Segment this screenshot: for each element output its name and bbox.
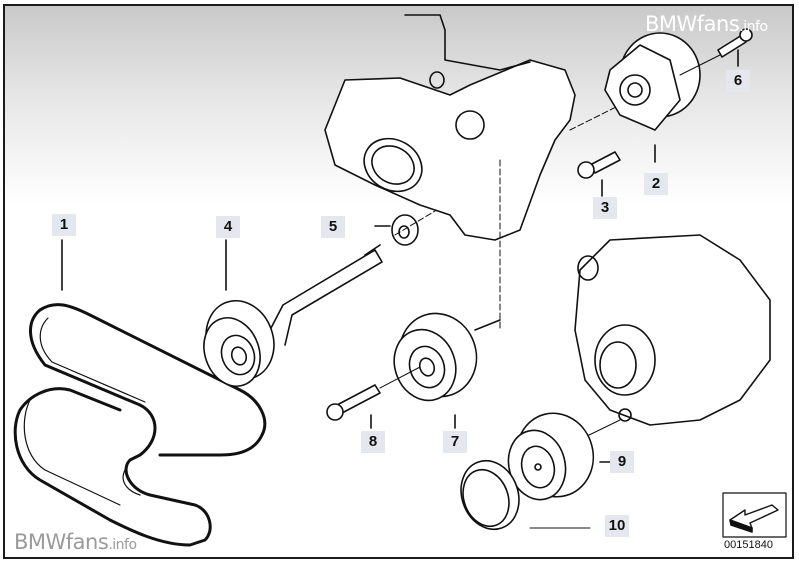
ribbed-belt-drawing — [13, 303, 267, 547]
document-number: 00151840 — [724, 539, 773, 551]
watermark-top-suffix: .info — [739, 19, 768, 35]
watermark-top: BMWfans.info — [645, 12, 768, 36]
callout-6[interactable]: 6 — [726, 70, 750, 92]
guide-pulley-drawing — [507, 412, 611, 501]
callout-10[interactable]: 10 — [605, 515, 629, 537]
bolt-8-drawing — [326, 366, 421, 429]
callout-2[interactable]: 2 — [644, 173, 668, 195]
watermark-bottom-main: BMWfans — [14, 530, 109, 554]
callout-4[interactable]: 4 — [216, 216, 240, 238]
alternator-drawing — [574, 234, 771, 438]
timing-cover-drawing — [325, 15, 631, 331]
deflector-pulley-drawing — [393, 312, 501, 429]
tensioner-drawing — [604, 32, 721, 163]
watermark-bottom-suffix: .info — [108, 537, 137, 553]
dust-cap-drawing — [460, 459, 591, 531]
callout-9[interactable]: 9 — [610, 451, 634, 473]
watermark-top-main: BMWfans — [645, 12, 740, 36]
bolt-3-drawing — [577, 151, 621, 197]
idler-pulley-arm-drawing — [203, 244, 383, 387]
callout-5[interactable]: 5 — [321, 216, 345, 238]
direction-arrow-icon — [722, 492, 787, 538]
callout-7[interactable]: 7 — [443, 431, 467, 453]
callout-8[interactable]: 8 — [361, 431, 385, 453]
callout-1[interactable]: 1 — [52, 214, 76, 236]
bolt-6-drawing — [717, 28, 753, 67]
watermark-bottom: BMWfans.info — [14, 530, 137, 554]
callout-3[interactable]: 3 — [593, 197, 617, 219]
